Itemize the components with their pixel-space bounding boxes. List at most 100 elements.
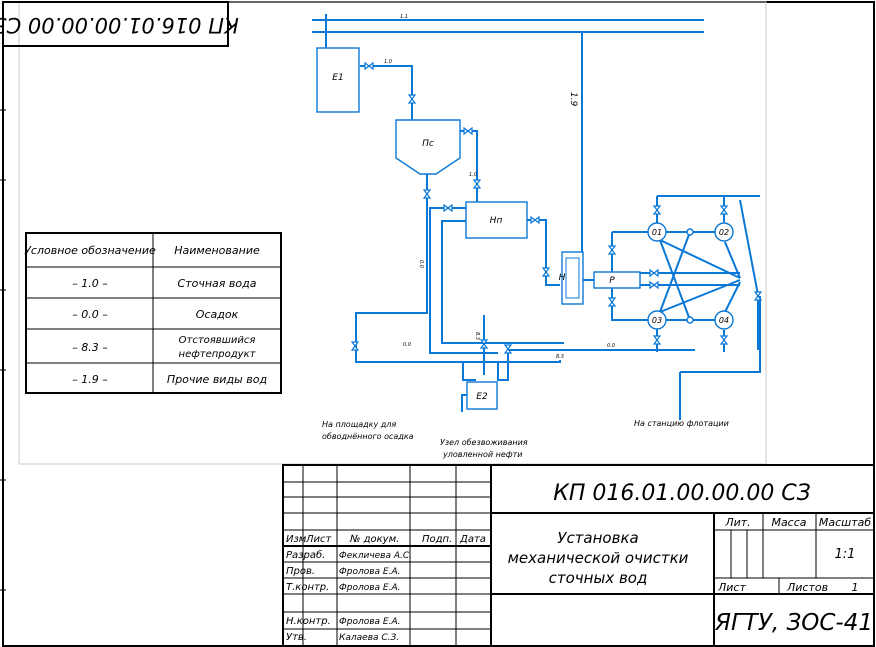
doc-code: КП 016.01.00.00.00 СЗ (553, 481, 811, 506)
svg-text:Масса: Масса (771, 516, 806, 529)
svg-text:Т.контр.: Т.контр. (286, 582, 329, 593)
flotation-destination: На станцию флотации (634, 419, 729, 428)
svg-text:Фролова Е.А.: Фролова Е.А. (339, 567, 400, 577)
legend-row-name: Прочие виды вод (167, 373, 267, 386)
trap-np (465, 201, 528, 239)
svg-text:Утв.: Утв. (286, 632, 307, 643)
hydrocyclone-01 (647, 222, 667, 242)
legend-row-symbol: – 1.9 – (72, 373, 108, 386)
valve-icon (719, 335, 729, 345)
hydrocyclone-02 (714, 222, 734, 242)
legend-row-symbol: – 1.0 – (72, 277, 108, 290)
drawing-title: сточных вод (549, 569, 648, 587)
hydrocyclone-04 (714, 310, 734, 330)
svg-text:1: 1 (852, 581, 859, 594)
svg-text:0.0: 0.0 (403, 342, 411, 348)
oil-destination: уловленной нефти (442, 450, 522, 459)
svg-text:1.0: 1.0 (469, 172, 477, 178)
mirrored-stamp: КП 016.01.00.00.00 СЗ (0, 1, 239, 47)
valve-icon (407, 94, 417, 104)
valve-icon (479, 339, 489, 349)
valve-icon (649, 280, 659, 290)
valves (350, 61, 763, 354)
tank-e1-label: E1 (332, 73, 343, 83)
svg-text:01: 01 (652, 228, 662, 237)
svg-text:1:1: 1:1 (835, 547, 856, 562)
valve-icon (422, 189, 432, 199)
legend-row-name: Сточная вода (178, 277, 257, 290)
tank-e1 (316, 47, 360, 113)
valve-icon (503, 344, 513, 354)
valve-icon (607, 245, 617, 255)
svg-text:0.0: 0.0 (607, 343, 615, 349)
svg-text:02: 02 (719, 228, 729, 237)
svg-text:1.1: 1.1 (400, 14, 408, 20)
hydrocyclone-03 (647, 310, 667, 330)
valve-icon (753, 291, 763, 301)
svg-text:Лист: Лист (717, 581, 746, 594)
legend-header-symbol: Условное обозначение (24, 244, 156, 257)
mirrored-stamp-code: КП 016.01.00.00.00 СЗ (0, 13, 239, 37)
svg-text:Листов: Листов (786, 581, 828, 594)
svg-text:Дата: Дата (459, 534, 486, 545)
pump-h-label: Н (559, 273, 566, 283)
valve-icon (719, 205, 729, 215)
sludge-destination: На площадку для (322, 420, 396, 429)
valve-icon (443, 203, 453, 213)
legend-row-symbol: – 0.0 – (72, 308, 108, 321)
valve-icon (463, 126, 473, 136)
legend-row-symbol: – 8.3 – (72, 341, 108, 354)
line-codes: 1.1 1.0 1.0 1.9 0.0 0.0 8.3 8.3 0.0 (384, 14, 615, 360)
valve-icon (607, 297, 617, 307)
svg-text:Масштаб: Масштаб (819, 516, 871, 529)
svg-text:Калаева С.З.: Калаева С.З. (339, 633, 399, 643)
svg-text:Н.контр.: Н.контр. (286, 616, 331, 627)
legend-row-name-line2: нефтепродукт (179, 349, 257, 360)
drawing-title: механической очистки (508, 549, 689, 567)
drawing-title: Установка (557, 529, 638, 547)
valve-icon (649, 268, 659, 278)
valve-icon (652, 205, 662, 215)
svg-text:Фекличева А.С.: Фекличева А.С. (339, 551, 412, 561)
destination-labels: На площадку для обводнённого осадка Узел… (322, 419, 729, 459)
svg-text:0.0: 0.0 (418, 260, 424, 268)
svg-text:Фролова Е.А.: Фролова Е.А. (339, 617, 400, 627)
svg-text:Изм: Изм (286, 534, 307, 545)
organization: ЯГТУ, ЗОС-41 (714, 610, 873, 636)
svg-text:Лит.: Лит. (724, 516, 750, 529)
distributor-p-label: Р (609, 276, 615, 286)
valve-icon (530, 215, 540, 225)
svg-text:Фролова Е.А.: Фролова Е.А. (339, 583, 400, 593)
legend-header-name: Наименование (174, 244, 260, 257)
svg-text:№ докум.: № докум. (349, 534, 399, 545)
equipment: E1 Пс Нп Н Р E2 01 02 03 04 (316, 47, 734, 410)
valve-icon (350, 341, 360, 351)
tank-e2-label: E2 (476, 392, 488, 402)
valve-icon (472, 179, 482, 189)
sludge-destination: обводнённого осадка (322, 432, 414, 441)
svg-text:1.0: 1.0 (384, 59, 392, 65)
title-block: КП 016.01.00.00.00 СЗ Установка механиче… (282, 464, 875, 647)
svg-text:Лист: Лист (305, 534, 333, 545)
pipelines (312, 14, 761, 420)
distributor-p (593, 271, 641, 289)
legend-row-name-line1: Отстоявшийся (179, 335, 256, 346)
valve-icon (541, 267, 551, 277)
oil-destination: Узел обезвоживания (440, 438, 528, 447)
svg-text:Разраб.: Разраб. (286, 549, 325, 561)
legend-row-name: Осадок (196, 308, 239, 321)
svg-text:8.3: 8.3 (474, 332, 480, 340)
svg-text:04: 04 (719, 316, 729, 325)
pump-h (561, 251, 584, 305)
svg-text:Подп.: Подп. (422, 534, 452, 545)
svg-text:Пров.: Пров. (286, 566, 315, 577)
tank-e2 (466, 381, 498, 410)
svg-text:8.3: 8.3 (556, 354, 564, 360)
valve-icon (364, 61, 374, 71)
trap-np-label: Нп (490, 216, 503, 226)
valve-icon (652, 335, 662, 345)
settler-ps-label: Пс (422, 139, 434, 149)
svg-text:03: 03 (652, 316, 662, 325)
